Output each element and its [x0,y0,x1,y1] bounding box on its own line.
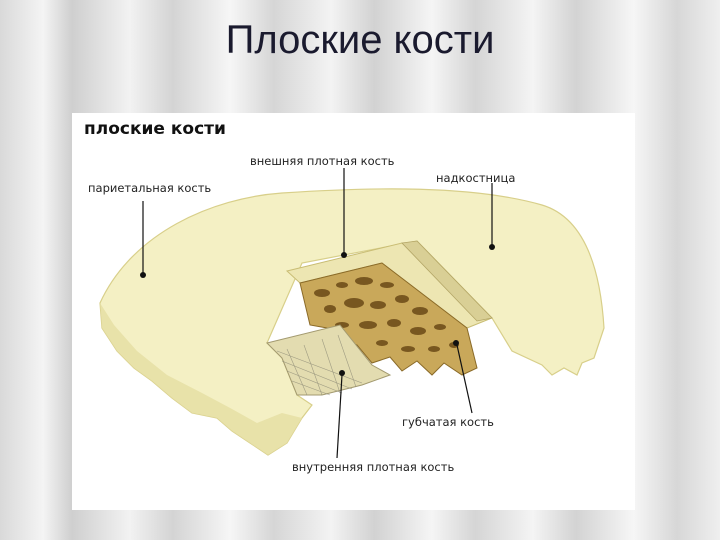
bone-illustration-panel: плоские кости внешняя плотная кость пари… [72,113,635,510]
bone-outer-surface [99,188,605,456]
inner-compact-mesh [276,334,363,396]
leader-lines [142,168,493,459]
figure-heading: плоские кости [84,119,226,139]
label-spongy-bone: губчатая кость [402,415,494,429]
spongy-bone-cavities [314,277,459,352]
leader-dots [140,244,495,376]
label-periosteum: надкостница [436,171,516,185]
bone-edge-shading [100,303,302,455]
slide-title: Плоские кости [225,18,495,62]
label-parietal-bone: париетальная кость [88,181,212,195]
periosteum-strip [401,240,493,322]
label-inner-compact-bone: внутренняя плотная кость [292,460,455,474]
flat-bone-illustration [99,168,605,459]
cutaway-inner-compact [266,324,392,396]
label-outer-compact-bone: внешняя плотная кость [250,154,395,168]
